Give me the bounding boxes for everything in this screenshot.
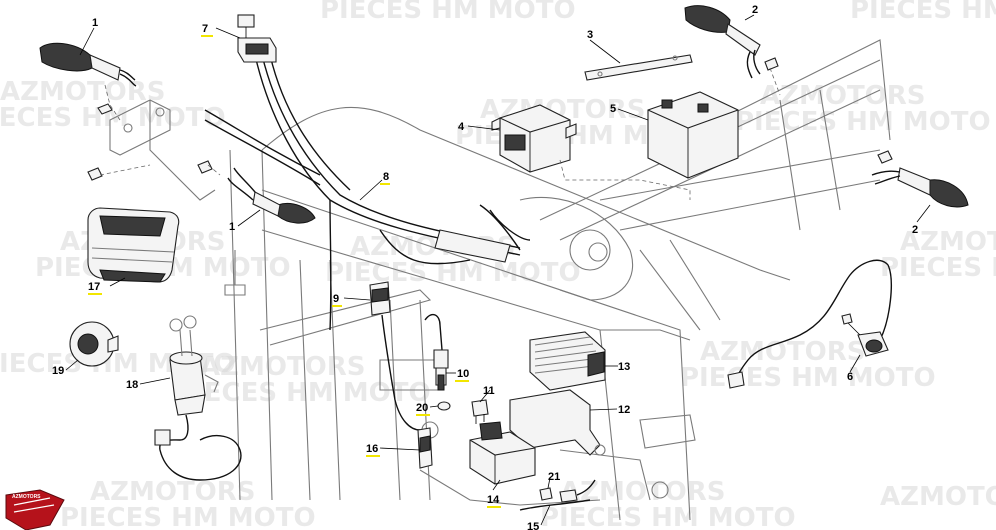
- brand-logo-text: AZMOTORS: [12, 494, 41, 500]
- turn-signal-front-left[interactable]: [39, 42, 137, 121]
- watermark-text: AZMOTORS: [560, 477, 726, 507]
- callout-21: 21: [548, 471, 560, 483]
- callout-9: 9: [333, 293, 339, 305]
- callout-7: 7: [202, 23, 208, 35]
- callout-17: 17: [88, 281, 100, 293]
- callout-labels: 1 1 2 2 3 4 5 6 7 8 9 10 11 12 13 14 15 …: [52, 4, 918, 530]
- callout-4: 4: [458, 121, 465, 133]
- callout-3: 3: [587, 29, 593, 41]
- battery-part-5[interactable]: [559, 91, 739, 200]
- fuse-part-11[interactable]: [471, 399, 489, 424]
- washer-part-20[interactable]: [437, 401, 451, 411]
- wiring-harness: [204, 54, 531, 331]
- starter-relay-part-14[interactable]: [469, 421, 536, 485]
- wire-part-15[interactable]: [519, 499, 591, 511]
- watermark-text: AZMOTORS: [880, 482, 996, 512]
- watermark-text: PIECES HM MOTO: [320, 0, 576, 25]
- callout-20: 20: [416, 402, 428, 414]
- watermark-text: PIECES HM MOTO: [735, 107, 991, 137]
- turn-signal-front-right[interactable]: [227, 167, 316, 224]
- sensor-part-10[interactable]: [424, 313, 449, 391]
- watermark-text: PIECES HM MOTO: [880, 253, 996, 283]
- callout-1: 1: [229, 221, 235, 233]
- callout-16: 16: [366, 443, 378, 455]
- neutral-switch-part-21[interactable]: [539, 479, 596, 503]
- watermark-text: PIECES HM MOTO: [680, 363, 936, 393]
- cdi-unit-part-4[interactable]: [491, 104, 577, 173]
- ignition-switch-part-18[interactable]: [154, 315, 242, 481]
- watermark-text: AZMOTORS: [0, 77, 166, 107]
- callout-18: 18: [126, 379, 138, 391]
- watermark-text: AZMOTORS: [90, 477, 256, 507]
- ignition-coil-part-9[interactable]: [369, 281, 421, 431]
- callout-12: 12: [618, 404, 630, 416]
- battery-strap-part-3[interactable]: [584, 54, 693, 81]
- watermark-text: PIECES HM MOTO: [850, 0, 996, 25]
- callout-13: 13: [618, 361, 630, 373]
- sensor-part-6[interactable]: [727, 259, 892, 389]
- callout-5: 5: [610, 103, 616, 115]
- watermark-text: AZMOTORS: [200, 352, 366, 382]
- regulator-part-13[interactable]: [529, 331, 606, 391]
- relay-part-7[interactable]: [237, 14, 277, 63]
- watermark-text: PIECES HM MOTO: [60, 503, 316, 530]
- callout-underlines: [88, 35, 501, 508]
- brand-logo: AZMOTORS: [5, 489, 65, 530]
- callout-15: 15: [527, 521, 539, 530]
- watermark-text: AZMOTORS: [900, 227, 996, 257]
- callout-19: 19: [52, 365, 64, 377]
- spark-plug-cap-part-16[interactable]: [417, 427, 433, 469]
- callout-14: 14: [487, 494, 500, 506]
- callout-6: 6: [847, 371, 853, 383]
- callout-2: 2: [912, 224, 918, 236]
- watermark-text: PIECES HM MOTO: [540, 503, 796, 530]
- callout-10: 10: [457, 368, 469, 380]
- instrument-cluster-part-17[interactable]: [87, 207, 180, 283]
- mounting-bracket: [87, 99, 221, 201]
- callout-2: 2: [752, 4, 758, 16]
- leader-lines: [65, 14, 931, 526]
- horn-part-19[interactable]: [69, 321, 119, 367]
- turn-signal-rear-left[interactable]: [684, 5, 781, 96]
- callout-8: 8: [383, 171, 389, 183]
- callout-11: 11: [483, 385, 495, 397]
- callout-1: 1: [92, 17, 98, 29]
- turn-signal-rear-right[interactable]: [871, 150, 969, 208]
